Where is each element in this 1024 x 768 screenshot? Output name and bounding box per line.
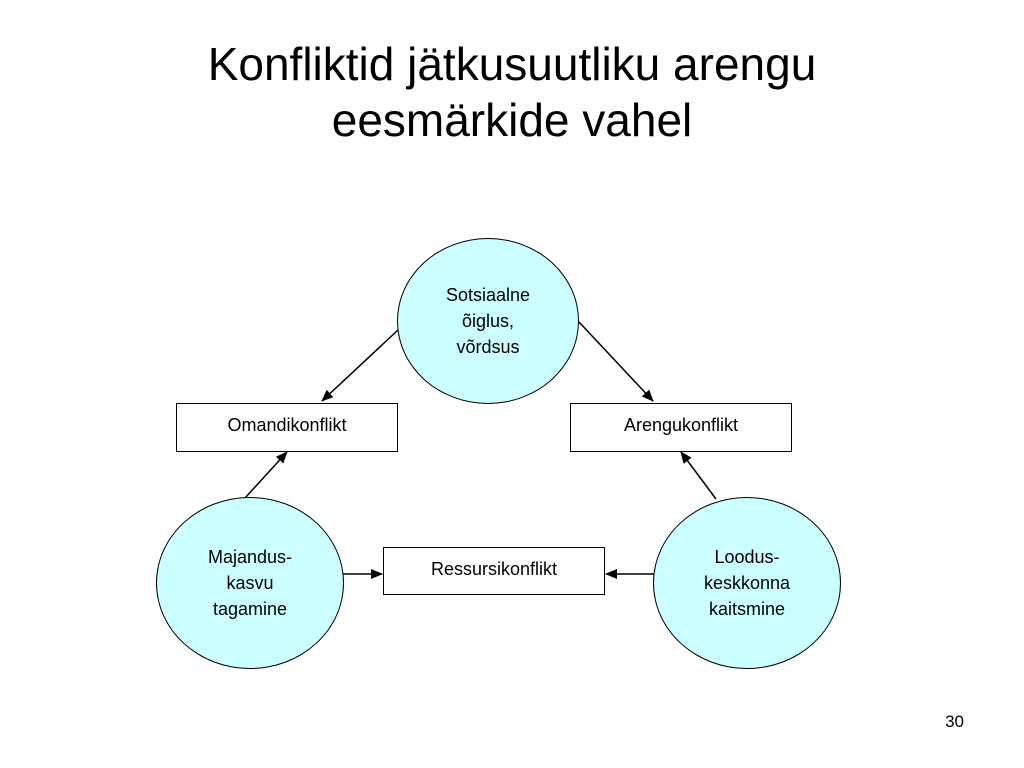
conflict-resource: Ressursikonflikt (383, 547, 605, 595)
goal-economic-growth: Majandus- kasvu tagamine (156, 497, 344, 669)
page-number: 30 (945, 712, 964, 731)
goal-environment-protection-line-2: keskkonna (703, 573, 791, 593)
slide-title-line-1: Konfliktid jätkusuutliku arengu (207, 38, 817, 90)
goal-economic-growth-line-1: Majandus- (207, 547, 293, 567)
conflict-property-label: Omandikonflikt (227, 415, 347, 435)
goal-social-justice-line-3: võrdsus (456, 337, 520, 357)
arrow-social-to-property (321, 329, 399, 402)
conflict-development: Arengukonflikt (570, 403, 792, 452)
goal-economic-growth-line-3: tagamine (212, 599, 288, 619)
goal-social-justice: Sotsiaalne õiglus, võrdsus (397, 238, 579, 404)
arrow-social-to-development (578, 321, 654, 402)
goal-environment-protection: Loodus- keskkonna kaitsmine (653, 497, 841, 669)
goal-social-justice-line-2: õiglus, (461, 311, 515, 331)
goal-environment-protection-line-3: kaitsmine (708, 599, 786, 619)
conflict-property: Omandikonflikt (176, 403, 398, 452)
slide-title-line-2: eesmärkide vahel (331, 94, 693, 146)
arrow-environment-to-development (680, 451, 717, 500)
conflict-development-label: Arengukonflikt (623, 415, 739, 435)
arrow-economy-to-property (244, 451, 288, 499)
slide-title: Konfliktid jätkusuutliku arengu eesmärki… (60, 36, 964, 148)
conflict-resource-label: Ressursikonflikt (430, 559, 558, 579)
goal-social-justice-line-1: Sotsiaalne (445, 285, 531, 305)
goal-environment-protection-line-1: Loodus- (714, 547, 780, 567)
goal-economic-growth-line-2: kasvu (226, 573, 274, 593)
